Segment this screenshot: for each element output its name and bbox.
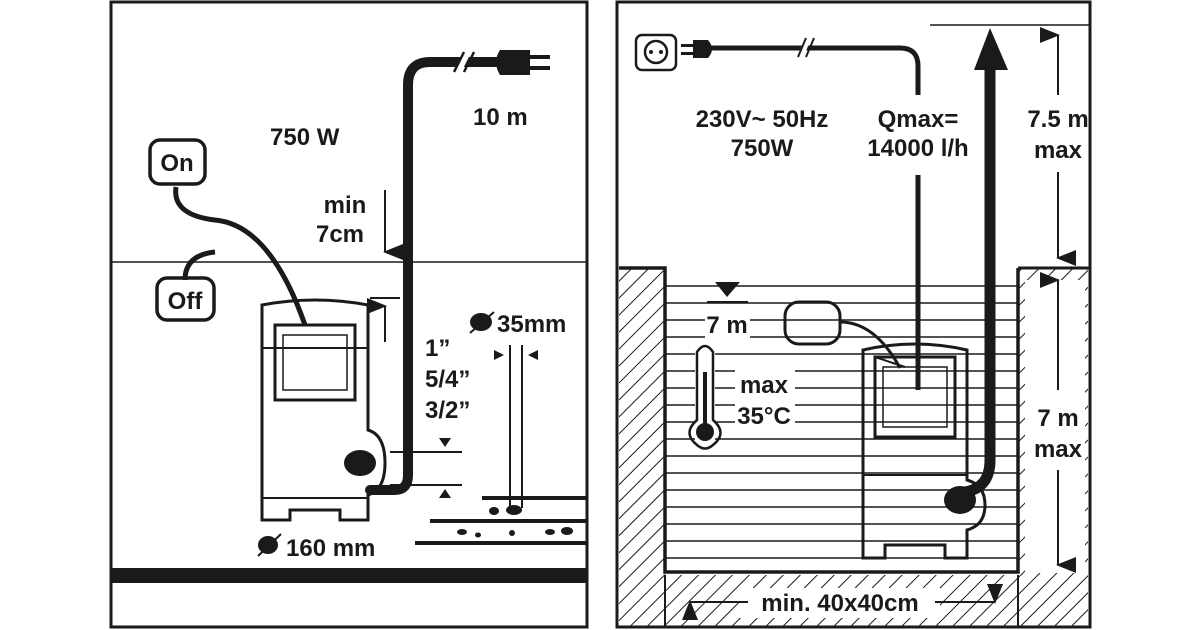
panel-frame bbox=[109, 0, 589, 629]
switch-off-box bbox=[155, 276, 216, 322]
right-panel: 230V~ 50Hz 750W Qmax= 14000 l/h 7.5 m ma… bbox=[615, 0, 1092, 629]
head-max: max bbox=[1034, 137, 1083, 164]
hose-size-3: 3/2” bbox=[425, 397, 470, 424]
switch-on-label: On bbox=[160, 150, 193, 177]
immersion-depth-label: 7 m bbox=[706, 312, 747, 339]
flow-label: Qmax= bbox=[878, 106, 959, 133]
switch-off-label: Off bbox=[168, 288, 204, 315]
pit-wall-left bbox=[619, 268, 665, 626]
hose-size-1: 1” bbox=[425, 335, 450, 362]
power-cable bbox=[365, 57, 505, 495]
voltage-label: 230V~ 50Hz bbox=[696, 106, 829, 133]
particle-size-label: 35mm bbox=[497, 311, 566, 338]
ground-debris bbox=[415, 496, 587, 545]
flow-value: 14000 l/h bbox=[867, 135, 968, 162]
diameter-icon bbox=[469, 311, 495, 334]
pump-right bbox=[840, 322, 987, 560]
temp-value: 35°C bbox=[737, 403, 791, 430]
cable-length-label: 10 m bbox=[473, 104, 528, 131]
left-panel: 750 W 10 m On Off min 7cm 1” 5/4” 3/2” 3… bbox=[109, 0, 589, 629]
min-value: 7cm bbox=[316, 221, 364, 248]
switch-on-box bbox=[148, 138, 207, 186]
water-level-icon bbox=[715, 282, 740, 297]
pit-size-label: min. 40x40cm bbox=[761, 590, 918, 617]
power-label: 750W bbox=[731, 135, 794, 162]
discharge-pipe bbox=[963, 65, 996, 498]
head-value: 7.5 m bbox=[1027, 106, 1088, 133]
thermometer-icon bbox=[688, 344, 722, 450]
plug-icon bbox=[681, 40, 712, 58]
float-cable bbox=[173, 186, 308, 326]
hose-size-2: 5/4” bbox=[425, 366, 470, 393]
depth-value: 7 m bbox=[1037, 405, 1078, 432]
floor-bar bbox=[111, 568, 587, 583]
diameter-icon bbox=[257, 533, 282, 557]
power-label: 750 W bbox=[270, 124, 340, 151]
outlet-icon bbox=[344, 450, 376, 476]
panel-frame bbox=[615, 0, 1092, 629]
temp-max-label: max bbox=[740, 372, 789, 399]
power-cable bbox=[708, 45, 921, 95]
plug-icon bbox=[496, 50, 550, 75]
pump-left bbox=[260, 298, 387, 522]
min-label: min bbox=[324, 192, 367, 219]
flow-arrow-icon bbox=[974, 28, 1008, 70]
depth-max: max bbox=[1034, 436, 1083, 463]
pump-diameter-label: 160 mm bbox=[286, 535, 375, 562]
socket-icon bbox=[634, 33, 678, 72]
